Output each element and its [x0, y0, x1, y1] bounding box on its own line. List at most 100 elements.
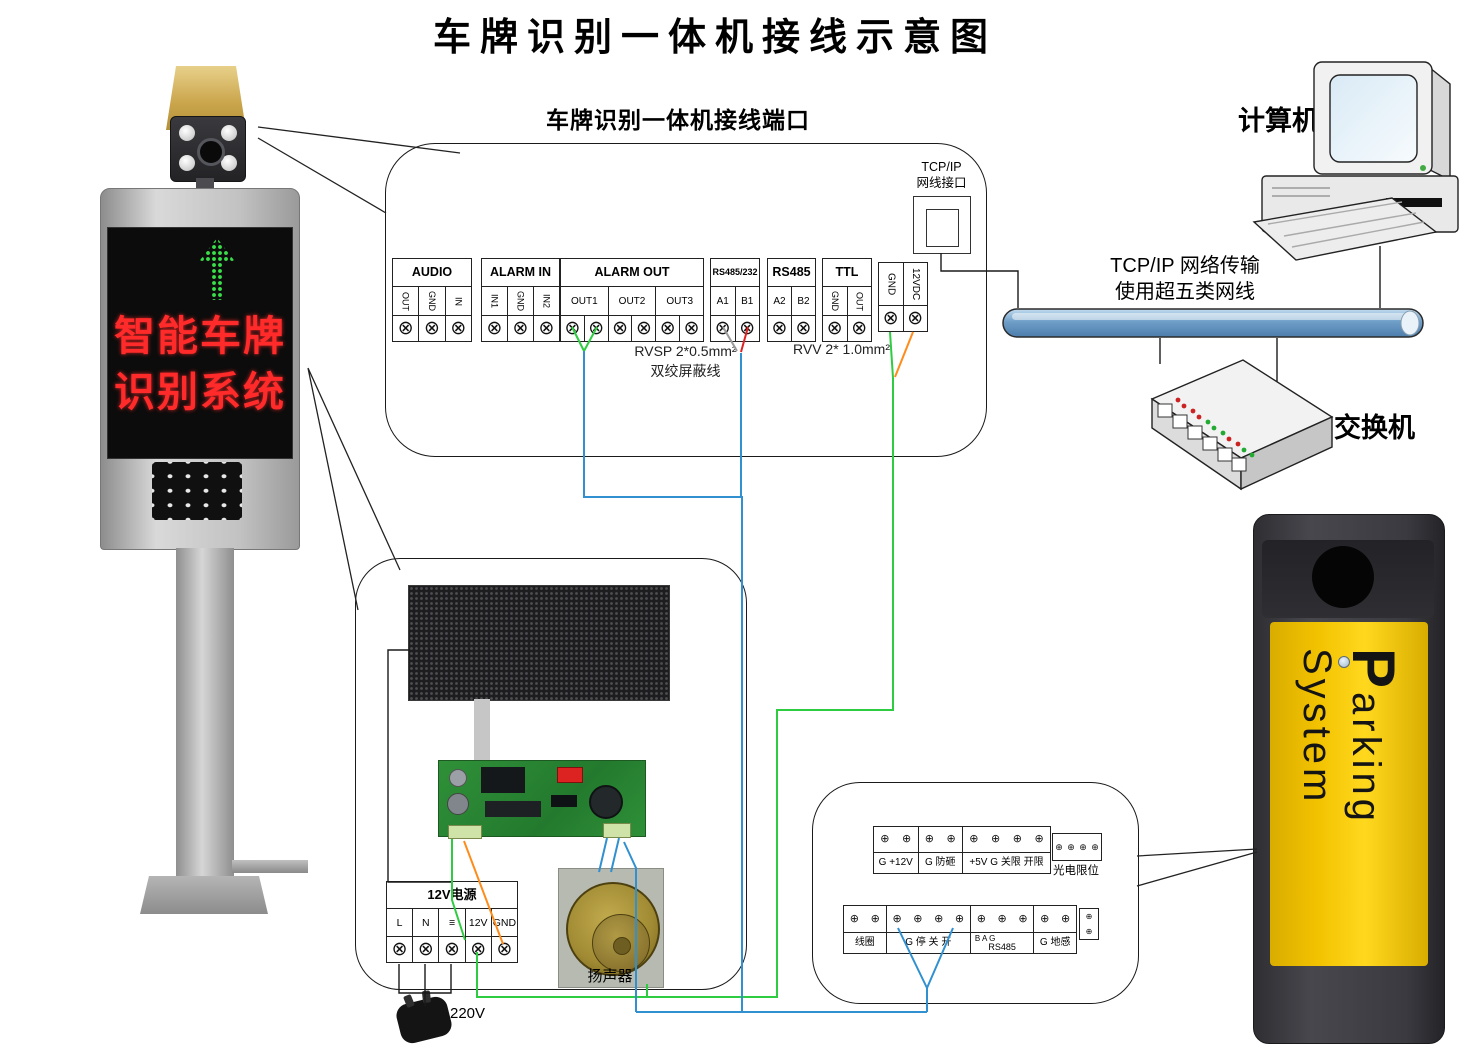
screw-terminal-icon: ⊗: [632, 316, 657, 341]
barrier-arm-hub-icon: [1312, 546, 1374, 608]
screw-row: ⊗⊗: [768, 315, 815, 341]
pin-label: OUT3: [666, 295, 694, 307]
screw-row: ⊗⊗: [879, 305, 927, 331]
screw-row: ⊗⊗: [711, 315, 759, 341]
screw-row: ⊗⊗⊗: [393, 315, 471, 341]
screw-terminal-icon: ⊗: [413, 937, 440, 962]
screw-row: ⊕⊕⊕⊕: [963, 827, 1050, 853]
aux-connector: ⊕⊕: [1079, 908, 1099, 940]
screw-terminal-icon: ⊕: [934, 912, 944, 925]
pole-base: [140, 876, 268, 914]
screw-row: ⊕⊕: [918, 827, 962, 853]
pin-label: B1: [741, 295, 754, 307]
pin-label: GND: [419, 287, 446, 315]
rj45-inner: [926, 209, 959, 247]
screw-terminal-icon: ⊗: [466, 937, 492, 962]
screw-terminal-icon: ⊗: [439, 937, 466, 962]
pin-label: GND: [492, 916, 517, 929]
control-board: [438, 760, 646, 839]
terminal-group: ⊕⊕ G 地感: [1034, 906, 1076, 953]
screw-terminal-icon: ⊗: [450, 318, 467, 339]
pin-label: 12VDC: [909, 267, 921, 301]
tcpip-label-line2: 网线接口: [916, 176, 967, 190]
plug-prong: [421, 990, 432, 1004]
led-text-line2: 识别系统: [114, 368, 286, 416]
panel-subtitle: 车牌识别一体机接线端口: [546, 107, 810, 133]
speaker-center: [613, 937, 631, 955]
wire-note-rvv: RVV 2* 1.0mm²: [793, 341, 890, 357]
ribbon-cable: [474, 699, 490, 761]
photo-limit-connector: ⊕⊕⊕⊕: [1052, 833, 1102, 861]
screw-terminal-icon: ⊗: [609, 316, 633, 341]
ic-chip-icon: [485, 801, 541, 817]
screw-row: ⊕⊕: [874, 827, 918, 853]
group-label: G 停 关 开: [905, 937, 952, 948]
block-header: TTL: [823, 259, 871, 287]
screw-terminal-icon: ⊗: [683, 318, 700, 339]
terminal-group: ⊕⊕线圈: [844, 906, 887, 953]
ir-led-icon: [179, 125, 195, 141]
capacitor-icon: [447, 793, 469, 815]
pole: [176, 548, 234, 878]
screw-terminal-icon: ⊗: [387, 937, 414, 962]
pin-label: OUT: [854, 291, 865, 311]
screw-terminal-icon: ⊕: [1067, 841, 1075, 852]
computer-icon: [1252, 61, 1459, 261]
screw-terminal-icon: ⊕: [946, 833, 956, 845]
camera-body: [170, 116, 246, 182]
pin-label: OUT1: [561, 287, 609, 315]
terminal-group: ⊕⊕⊕⊕+5V G 关限 开限: [963, 827, 1050, 873]
wire-note-rvsp: RVSP 2*0.5mm² 双绞屏蔽线: [598, 341, 773, 381]
page-title: 车牌识别一体机接线示意图: [432, 17, 997, 59]
screw-terminal-icon: ⊗: [739, 318, 756, 339]
group-label: G 地感: [1039, 937, 1071, 948]
computer-label: 计算机: [1238, 106, 1319, 136]
screw-row: ⊕⊕: [1034, 906, 1076, 933]
screw-terminal-icon: ⊕: [1034, 833, 1044, 845]
screw-terminal-icon: ⊗: [711, 316, 736, 341]
screw-terminal-icon: ⊗: [482, 316, 508, 341]
tcpip-label-line1: TCP/IP: [921, 160, 962, 174]
screw-terminal-icon: ⊗: [656, 316, 681, 341]
block-header: AUDIO: [393, 259, 471, 287]
photo-limit-label: 光电限位: [1053, 865, 1099, 877]
pin-label: 12V: [466, 909, 492, 936]
screw-row: ⊗⊗⊗⊗⊗⊗: [561, 315, 703, 341]
network-cable-icon: [1002, 308, 1424, 338]
pin-label: ≡: [439, 909, 466, 936]
ic-chip-icon: [551, 795, 577, 807]
net-label-line2: 使用超五类网线: [1115, 281, 1255, 303]
pin-label: IN1: [482, 287, 508, 315]
pin-label: OUT: [393, 287, 420, 315]
pin-label: OUT2: [609, 287, 657, 315]
screw-terminal-icon: ⊗: [768, 316, 792, 341]
block-header: ALARM OUT: [561, 259, 703, 287]
switch-label: 交换机: [1334, 413, 1415, 443]
panel-screw-icon: [1338, 656, 1350, 668]
speaker-magnet: [592, 914, 650, 972]
screw-terminal-icon: ⊗: [561, 316, 585, 341]
group-label: G +12V: [878, 857, 913, 868]
block-header: RS485/232: [711, 259, 759, 287]
connector-icon: [603, 823, 631, 838]
screw-row: ⊗⊗⊗⊗⊗: [387, 936, 517, 962]
ir-led-icon: [179, 155, 195, 171]
network-transfer-label: TCP/IP 网络传输 使用超五类网线: [1030, 253, 1340, 305]
rvsp-type: 双绞屏蔽线: [650, 363, 721, 379]
screw-row: ⊗⊗: [823, 315, 871, 341]
screw-terminal-icon: ⊕: [1079, 841, 1087, 852]
led-display-screen: 智能车牌 识别系统: [107, 227, 293, 459]
connector-icon: [448, 825, 482, 839]
